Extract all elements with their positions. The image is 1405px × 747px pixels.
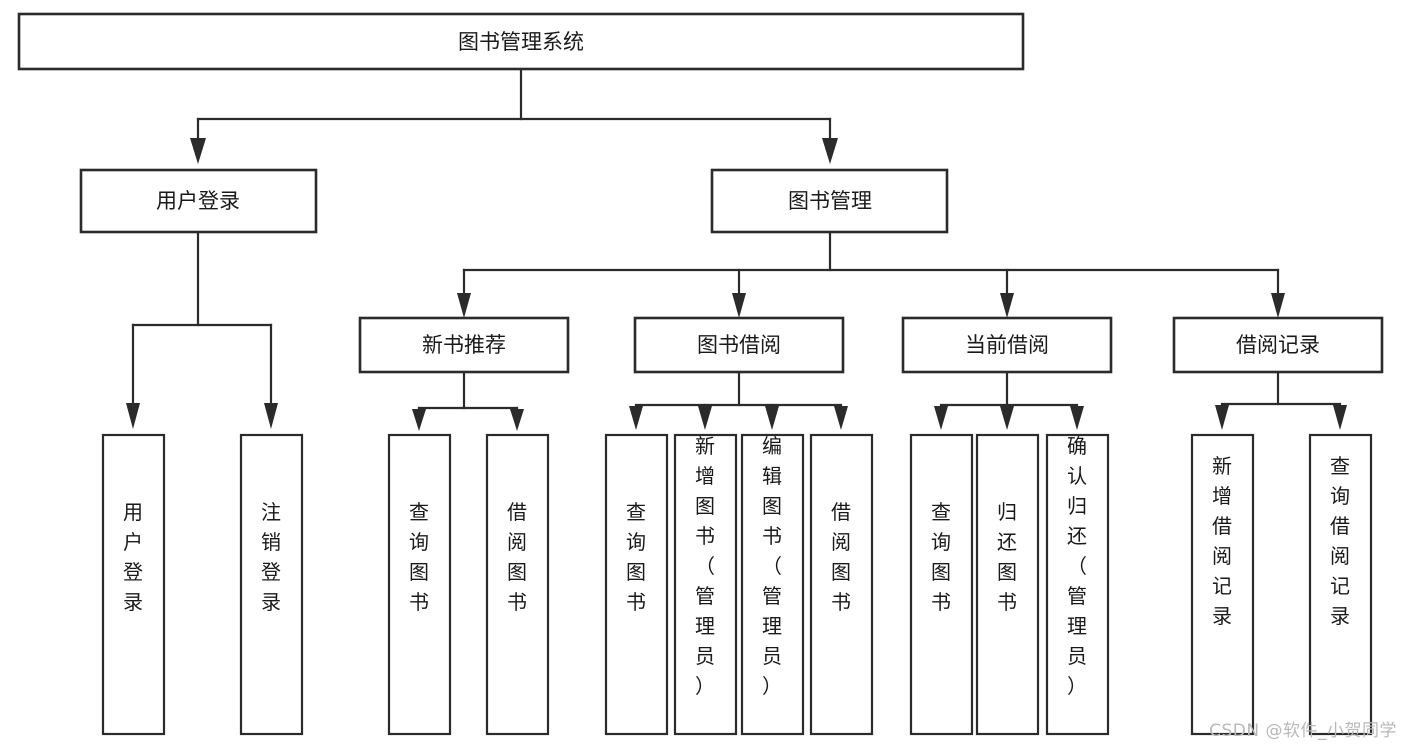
leaf-box[interactable]	[239, 433, 304, 736]
arrow-head-down-icon	[264, 403, 278, 429]
node-current-borrow[interactable]: 当前借阅	[901, 316, 1113, 374]
arrow-head-down-icon	[834, 406, 848, 430]
node-borrow-record-box[interactable]	[1172, 316, 1384, 374]
leaf-box[interactable]	[1308, 433, 1373, 736]
arrow-head-down-icon	[510, 409, 524, 431]
leaf-new-book-1[interactable]: 查询图书	[387, 433, 452, 736]
leaf-box[interactable]	[809, 433, 874, 736]
leaf-label: 查询借阅记录	[1330, 454, 1350, 628]
node-book-borrow-label: 图书借阅	[697, 333, 781, 357]
arrow-head-down-icon	[1000, 293, 1014, 318]
node-new-book-recommend-label: 新书推荐	[422, 333, 506, 357]
node-root-label: 图书管理系统	[458, 30, 584, 54]
leaf-borrow-record-1[interactable]: 新增借阅记录	[1190, 433, 1255, 736]
node-current-borrow-box[interactable]	[901, 316, 1113, 374]
connector-group-book-borrow	[629, 370, 848, 430]
leaf-label: 借阅图书	[831, 500, 851, 614]
leaf-borrow-record-2[interactable]: 查询借阅记录	[1308, 433, 1373, 736]
arrow-head-down-icon	[457, 293, 471, 318]
arrow-head-down-icon	[1271, 293, 1285, 318]
leaf-book-borrow-2[interactable]: 新增图书（管理员）	[673, 433, 738, 736]
node-user-login-label: 用户登录	[156, 189, 240, 213]
arrow-head-down-icon	[412, 409, 426, 431]
leaf-box[interactable]	[485, 433, 550, 736]
leaf-current-borrow-3[interactable]: 确认归还（管理员）	[1045, 433, 1110, 736]
node-root-box[interactable]	[17, 12, 1025, 71]
node-new-book-recommend-box[interactable]	[358, 316, 570, 374]
leaf-book-borrow-4[interactable]: 借阅图书	[809, 433, 874, 736]
node-book-manage[interactable]: 图书管理	[710, 168, 949, 234]
node-book-manage-label: 图书管理	[788, 189, 872, 213]
leaf-box[interactable]	[740, 433, 805, 736]
leaf-box[interactable]	[1190, 433, 1255, 736]
leaf-book-borrow-1[interactable]: 查询图书	[604, 433, 669, 736]
leaf-book-borrow-3[interactable]: 编辑图书（管理员）	[740, 433, 805, 736]
leaf-label: 归还图书	[997, 500, 1017, 614]
leaf-label: 编辑图书（管理员）	[762, 434, 782, 698]
leaf-current-borrow-1[interactable]: 查询图书	[909, 433, 974, 736]
leaf-box[interactable]	[101, 433, 166, 736]
arrow-head-down-icon	[765, 406, 779, 430]
node-new-book-recommend[interactable]: 新书推荐	[358, 316, 570, 374]
leaf-label: 新增借阅记录	[1212, 454, 1232, 628]
node-borrow-record-label: 借阅记录	[1236, 333, 1320, 357]
watermark-text: CSDN @软件_小贺同学	[1209, 721, 1397, 741]
leaf-box[interactable]	[604, 433, 669, 736]
leaf-label: 用户登录	[123, 500, 143, 614]
leaf-box[interactable]	[1045, 433, 1110, 736]
connector-group-user-login	[126, 230, 278, 429]
node-root[interactable]: 图书管理系统	[17, 12, 1025, 71]
leaf-label: 查询图书	[626, 500, 646, 614]
node-user-login-box[interactable]	[79, 168, 318, 234]
node-borrow-record[interactable]: 借阅记录	[1172, 316, 1384, 374]
node-user-login[interactable]: 用户登录	[79, 168, 318, 234]
leaf-new-book-2[interactable]: 借阅图书	[485, 433, 550, 736]
node-current-borrow-label: 当前借阅	[965, 333, 1049, 357]
connector-group-root	[190, 67, 838, 164]
arrow-head-down-icon	[190, 138, 206, 164]
arrow-head-down-icon	[822, 138, 838, 164]
leaf-label: 查询图书	[931, 500, 951, 614]
connector-group-book-manage	[457, 230, 1285, 318]
arrow-head-down-icon	[1070, 406, 1084, 430]
arrow-head-down-icon	[698, 406, 712, 430]
arrow-head-down-icon	[1215, 405, 1229, 430]
leaf-label: 新增图书（管理员）	[695, 434, 715, 698]
node-book-manage-box[interactable]	[710, 168, 949, 234]
node-book-borrow[interactable]: 图书借阅	[633, 316, 845, 374]
connector-group-borrow-record	[1215, 370, 1347, 430]
leaf-label: 注销登录	[261, 500, 281, 614]
leaf-label: 查询图书	[409, 500, 429, 614]
leaf-user-login-1[interactable]: 用户登录	[101, 433, 166, 736]
leaf-user-login-2[interactable]: 注销登录	[239, 433, 304, 736]
leaf-box[interactable]	[387, 433, 452, 736]
connector-group-current-borrow	[934, 370, 1084, 430]
connector-group-new-book	[412, 370, 524, 431]
leaf-box[interactable]	[673, 433, 738, 736]
leaf-box[interactable]	[975, 433, 1040, 736]
leaf-label: 确认归还（管理员）	[1067, 434, 1087, 698]
leaf-label: 借阅图书	[507, 500, 527, 614]
arrow-head-down-icon	[1333, 405, 1347, 430]
arrow-head-down-icon	[934, 406, 948, 430]
node-book-borrow-box[interactable]	[633, 316, 845, 374]
arrow-head-down-icon	[126, 403, 140, 429]
leaf-current-borrow-2[interactable]: 归还图书	[975, 433, 1040, 736]
arrow-head-down-icon	[732, 293, 746, 318]
arrow-head-down-icon	[1000, 406, 1014, 430]
leaf-box[interactable]	[909, 433, 974, 736]
arrow-head-down-icon	[629, 406, 643, 430]
